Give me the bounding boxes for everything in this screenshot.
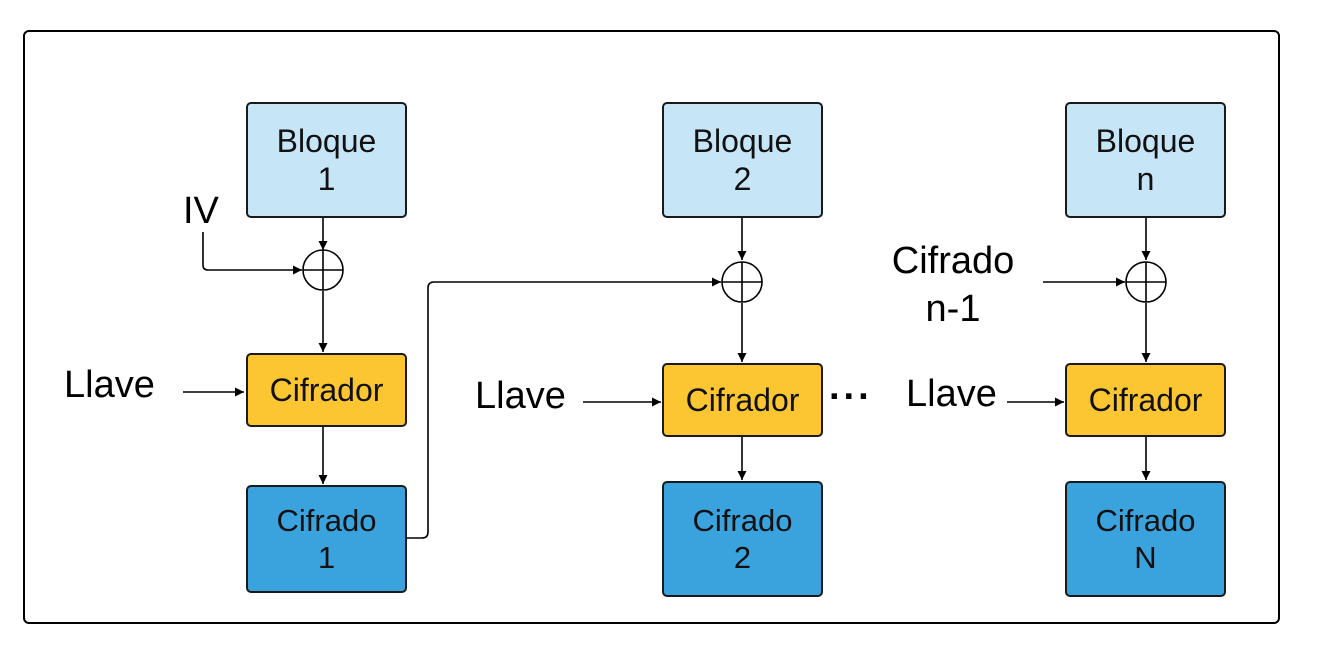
- arrow-iv-to-xor1: [202, 232, 302, 275]
- output-n-line1: Cifrado: [1095, 502, 1196, 538]
- block-1: Bloque 1: [246, 102, 407, 218]
- xor-icon: [302, 249, 344, 291]
- cipher-1-label: Cifrador: [269, 371, 384, 408]
- output-2: Cifrado 2: [662, 481, 823, 597]
- key-label-n: Llave: [906, 373, 997, 415]
- cipher-n-label: Cifrador: [1088, 381, 1203, 418]
- cipher-2: Cifrador: [662, 363, 823, 437]
- block-n-line2: n: [1136, 161, 1155, 197]
- diagram-frame: [23, 30, 1280, 624]
- output-2-line1: Cifrado: [692, 502, 793, 538]
- xor-icon: [721, 261, 763, 303]
- key-label-1: Llave: [64, 364, 155, 406]
- output-n: Cifrado N: [1065, 481, 1226, 597]
- key-label-2: Llave: [475, 375, 566, 417]
- cipher-1: Cifrador: [246, 353, 407, 427]
- prev-cipher-line1: Cifrado: [891, 240, 1015, 282]
- output-1-line1: Cifrado: [276, 502, 377, 538]
- cipher-n: Cifrador: [1065, 363, 1226, 437]
- block-n: Bloque n: [1065, 102, 1226, 218]
- block-2: Bloque 2: [662, 102, 823, 218]
- block-1-line2: 1: [317, 161, 336, 197]
- block-2-line1: Bloque: [692, 122, 793, 159]
- xor-icon: [1125, 261, 1167, 303]
- prev-cipher-label: Cifrado n-1: [878, 238, 1028, 333]
- cipher-2-label: Cifrador: [685, 381, 800, 418]
- arrow-output1-to-xor2: [407, 277, 721, 539]
- prev-cipher-line2: n-1: [925, 287, 981, 330]
- block-1-line1: Bloque: [276, 122, 377, 159]
- output-1-line2: 1: [317, 540, 336, 575]
- block-n-line1: Bloque: [1095, 122, 1196, 159]
- block-2-line2: 2: [733, 161, 752, 197]
- output-2-line2: 2: [733, 540, 752, 575]
- ellipsis: ...: [829, 366, 873, 408]
- iv-label: IV: [183, 190, 219, 232]
- output-n-line2: N: [1134, 540, 1157, 575]
- output-1: Cifrado 1: [246, 485, 407, 593]
